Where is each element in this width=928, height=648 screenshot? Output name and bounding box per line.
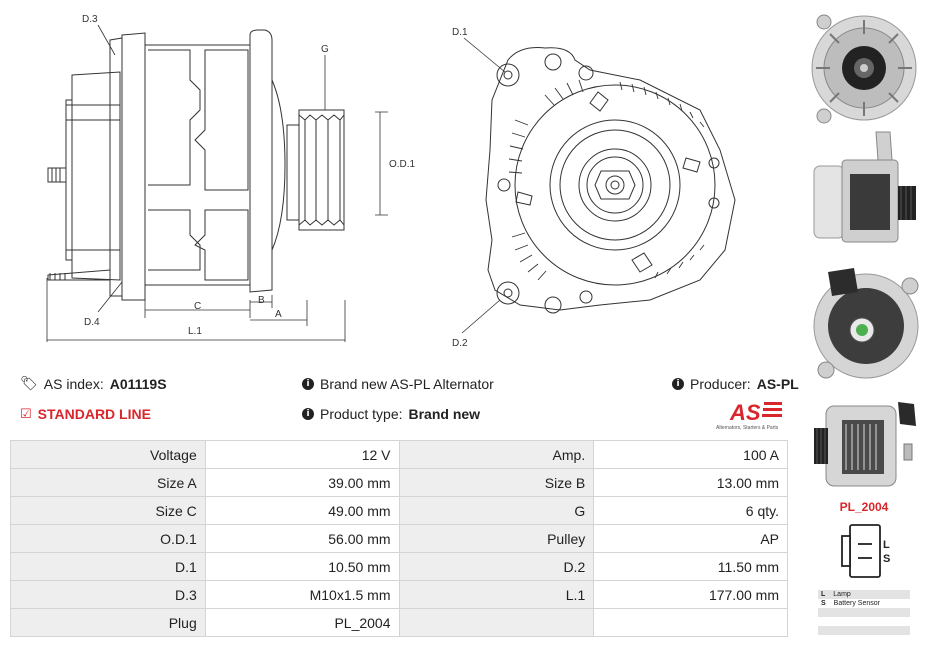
- alternator-front-drawing: D.1 D.2: [452, 27, 736, 349]
- spec-value: AP: [593, 524, 788, 553]
- spec-label: Size B: [398, 468, 595, 497]
- label-od1: O.D.1: [389, 159, 416, 170]
- standard-line-label: STANDARD LINE: [37, 406, 151, 422]
- product-type: i Product type: Brand new: [302, 406, 480, 422]
- spec-label: Size A: [10, 468, 206, 497]
- spec-value: 11.50 mm: [593, 552, 788, 581]
- spec-value: 100 A: [593, 440, 788, 469]
- plug-name: PL_2004: [839, 500, 889, 514]
- spec-label: G: [398, 496, 595, 525]
- legend-code: L: [821, 591, 826, 598]
- product-type-label: Product type:: [320, 406, 403, 422]
- logo-mark: AS: [729, 400, 761, 425]
- label-a: A: [275, 309, 282, 320]
- info-icon: i: [302, 408, 314, 420]
- spec-label: D.2: [398, 552, 595, 581]
- producer-value: AS-PL: [756, 376, 799, 392]
- label-c: C: [194, 301, 201, 312]
- spec-value: 12 V: [204, 440, 400, 469]
- spec-label: Size C: [10, 496, 206, 525]
- as-pl-logo: AS Alternators, Starters & Parts: [716, 400, 782, 431]
- product-photo-rear[interactable]: [806, 262, 922, 386]
- spec-label: D.1: [10, 552, 206, 581]
- spec-label: Voltage: [10, 440, 206, 469]
- legend-row-empty: [818, 626, 910, 635]
- spec-value: PL_2004: [204, 608, 400, 637]
- legend-row: L Lamp: [818, 590, 910, 599]
- spec-label: D.3: [10, 580, 206, 609]
- spec-value: 56.00 mm: [204, 524, 400, 553]
- alternator-side-drawing: D.3 G O.D.1 D.4 B C A L.1: [46, 14, 416, 342]
- spec-label: L.1: [398, 580, 595, 609]
- product-photo-angle[interactable]: [806, 394, 922, 494]
- brand-text: Brand new AS-PL Alternator: [320, 376, 494, 392]
- spec-value: 10.50 mm: [204, 552, 400, 581]
- label-g: G: [321, 44, 329, 55]
- logo-tagline: Alternators, Starters & Parts: [716, 425, 779, 431]
- label-d4: D.4: [84, 317, 100, 328]
- info-icon: i: [302, 378, 314, 390]
- cooling-slots: [508, 79, 705, 281]
- spec-value: 6 qty.: [593, 496, 788, 525]
- brand-info: i Brand new AS-PL Alternator: [302, 376, 494, 392]
- product-photo-side[interactable]: [806, 130, 922, 254]
- legend-desc: Lamp: [833, 591, 851, 598]
- tag-icon: 🏷: [20, 376, 38, 392]
- plug-legend: L Lamp S Battery Sensor: [818, 590, 910, 635]
- as-index-label: AS index:: [43, 376, 104, 392]
- spec-label: Plug: [10, 608, 206, 637]
- spec-label: Pulley: [398, 524, 595, 553]
- label-d3: D.3: [82, 14, 98, 25]
- spec-value: 49.00 mm: [204, 496, 400, 525]
- info-icon: i: [672, 378, 684, 390]
- checkbox-icon: ☑: [20, 406, 32, 422]
- standard-line: ☑ STANDARD LINE: [20, 406, 151, 422]
- producer-label: Producer:: [690, 376, 751, 392]
- as-index-value: A01119S: [109, 376, 167, 392]
- product-type-value: Brand new: [408, 406, 481, 422]
- spec-value: [593, 608, 788, 637]
- legend-code: S: [821, 600, 826, 607]
- spec-value: 39.00 mm: [204, 468, 400, 497]
- spec-label: [398, 608, 595, 637]
- pin-label-s: S: [883, 553, 890, 565]
- spec-label: Amp.: [398, 440, 595, 469]
- spec-value: M10x1.5 mm: [204, 580, 400, 609]
- producer: i Producer: AS-PL: [672, 376, 799, 392]
- as-index: 🏷 AS index: A01119S: [20, 376, 167, 392]
- pin-label-l: L: [883, 539, 890, 551]
- legend-row: S Battery Sensor: [818, 599, 910, 608]
- legend-desc: Battery Sensor: [833, 600, 880, 607]
- legend-row-empty: [818, 608, 910, 617]
- spec-value: 177.00 mm: [593, 580, 788, 609]
- label-d2: D.2: [452, 338, 468, 349]
- product-photo-front[interactable]: [806, 4, 922, 128]
- spec-label: O.D.1: [10, 524, 206, 553]
- plug-connector-diagram: L S: [841, 524, 890, 578]
- label-b: B: [258, 295, 265, 306]
- label-l1: L.1: [188, 326, 202, 337]
- label-d1: D.1: [452, 27, 468, 38]
- spec-value: 13.00 mm: [593, 468, 788, 497]
